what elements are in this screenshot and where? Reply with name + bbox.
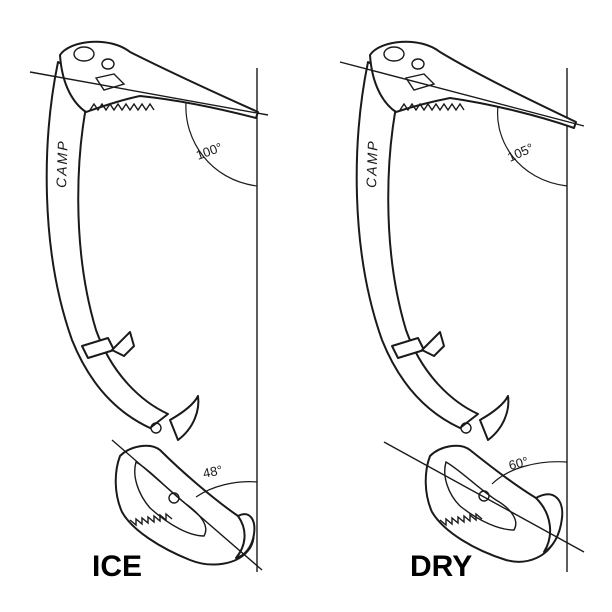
dry-panel: CAMP 105° 60° DRY xyxy=(339,40,585,583)
ice-pommel-hook xyxy=(235,513,256,559)
dry-grip-angle-arc xyxy=(491,461,568,485)
dry-grip-angle-label: 60° xyxy=(507,454,530,473)
dry-grip-inner-slot xyxy=(444,460,517,531)
ice-axe-head xyxy=(59,40,259,119)
ice-head-angle-arc xyxy=(185,102,258,187)
dry-axe-shaft xyxy=(355,61,479,429)
dry-axe-head xyxy=(369,40,577,129)
dry-head-angle-label: 105° xyxy=(505,140,536,165)
ice-grip-bolt xyxy=(150,422,162,434)
ice-panel: CAMP 100° 48° ICE xyxy=(29,40,269,583)
ice-head-angle-line xyxy=(29,71,269,116)
ice-grip-angle-line xyxy=(111,439,263,571)
ice-head-angle-label: 100° xyxy=(194,140,224,163)
ice-shaft-trigger xyxy=(111,331,135,357)
ice-axe-shaft xyxy=(45,61,169,429)
dry-brand-logo: CAMP xyxy=(363,139,381,188)
dry-upper-grip-spur xyxy=(479,395,510,441)
ice-grip-angle-label: 48° xyxy=(202,462,224,481)
ice-mode-label: ICE xyxy=(92,550,142,583)
dry-hammer-cutout xyxy=(404,73,436,91)
dry-grip-bolt xyxy=(460,422,472,434)
dry-head-angle-arc xyxy=(496,105,568,187)
ice-upper-grip-spur xyxy=(169,395,200,441)
dry-grip-angle-line xyxy=(383,441,585,553)
dry-head-angle-line xyxy=(339,61,585,127)
ice-grip-angle-arc xyxy=(195,481,258,498)
dry-mode-label: DRY xyxy=(410,550,472,583)
dry-head-hole xyxy=(383,46,405,62)
dry-pommel-hook xyxy=(535,493,564,553)
ice-head-hole xyxy=(101,58,115,70)
dry-shaft-trigger xyxy=(421,331,445,357)
ice-hammer-cutout xyxy=(94,73,126,91)
ice-head-hole xyxy=(73,46,95,62)
ice-brand-logo: CAMP xyxy=(53,139,71,188)
dry-head-hole xyxy=(411,58,425,70)
ice-grip-teeth xyxy=(129,512,173,527)
ice-grip-handle xyxy=(114,444,255,566)
dry-grip-teeth xyxy=(439,512,483,527)
ice-pick-teeth xyxy=(89,102,155,112)
dry-pick-teeth xyxy=(399,102,465,112)
dry-grip-bolt xyxy=(478,490,490,502)
